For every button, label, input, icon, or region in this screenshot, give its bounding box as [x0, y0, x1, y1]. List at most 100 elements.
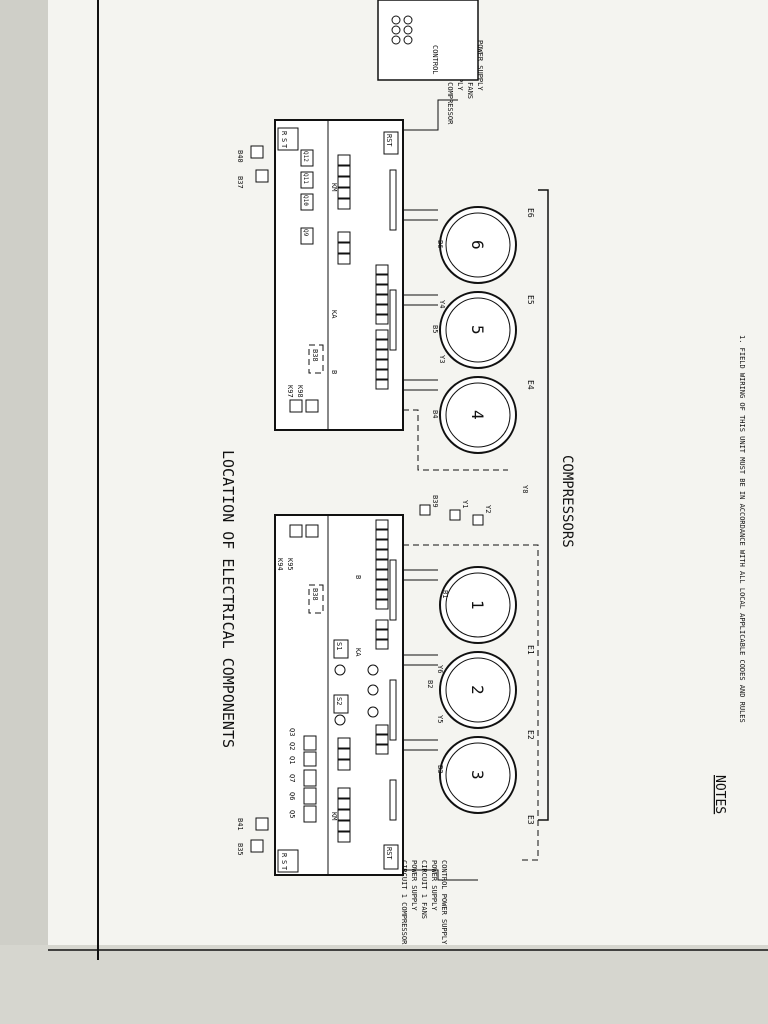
panel-1-b-row [375, 519, 389, 610]
indicator-lamp [391, 25, 401, 35]
panel-2-rst-t: T [280, 144, 288, 149]
panel-2-km-box [337, 198, 351, 210]
panel-1-b-box [375, 529, 389, 540]
compressor-1-number: 1 [468, 600, 487, 610]
control-label: CONTROL [431, 45, 439, 75]
panel-1-switch-s1 [333, 639, 349, 659]
circuit-1-supply-line: POWER SUPPLY [410, 860, 418, 911]
panel-1-ka-box [375, 744, 389, 755]
panel-1-dotted-label: B38 [311, 588, 319, 601]
panel-1-q-top-label: Q1 [288, 756, 296, 764]
circuit-1-supply-line: POWER SUPPLY [430, 860, 438, 911]
indicator-lamp [391, 15, 401, 25]
side-tag: Y4 [438, 300, 446, 308]
compressor-2-body [439, 651, 517, 729]
circuit-2-supply-line: POWER SUPPLY [476, 40, 484, 91]
panel-1-b-box [375, 589, 389, 600]
panel-1-b-box [375, 549, 389, 560]
panel-1-sensor-k94 [305, 524, 319, 538]
compressor-2-inner [445, 657, 511, 723]
panel-1-b-box [375, 599, 389, 610]
panel-1-km-row [337, 737, 351, 843]
panel-1-s1-label: S1 [335, 642, 343, 650]
control-panel-box [377, 0, 479, 81]
panel-2-rst-r: R [280, 131, 288, 136]
side-tag: Y3 [438, 355, 446, 363]
panel-2-q-label: Q10 [302, 195, 309, 206]
panel-1-km-box [337, 798, 351, 810]
compressor-5-number: 5 [468, 325, 487, 335]
panel-2-bus-bar [389, 169, 397, 231]
compressor-2-number: 2 [468, 685, 487, 695]
panel-2-b-box [375, 339, 389, 350]
indicator-lamp [403, 25, 413, 35]
panel-2-km-box [337, 187, 351, 199]
panel-1-km-box [337, 748, 351, 760]
panel-2-bus-bar [389, 289, 397, 351]
panel-1-km-box [337, 737, 351, 749]
panel-1-rst-r: R [280, 853, 288, 858]
panel-1-b-box [375, 519, 389, 530]
panel-1-sensor-y1 [449, 509, 461, 521]
compressor-5-tag: E5 [526, 295, 535, 305]
panel-2-q-label: Q12 [302, 151, 309, 162]
panel-1-q-top: Q5 Q6 Q7 Q1 Q2 Q3 [288, 728, 296, 818]
panel-1-km-label: KM [330, 812, 338, 820]
panel-1-sensor-b39 [419, 504, 431, 516]
side-tag: Y6 [436, 665, 444, 673]
panel-2-km-box [337, 165, 351, 177]
panel-2-k-box [337, 242, 351, 254]
indicator-lamp [403, 15, 413, 25]
panel-1-ka-box [375, 619, 389, 630]
compressor-3-number: 3 [468, 770, 487, 780]
notes-item-1: 1. FIELD WIRING OF THIS UNIT MUST BE IN … [738, 335, 746, 723]
panel-2-ka-box [375, 304, 389, 315]
panel-2-corner-label: B40 [236, 150, 244, 163]
panel-1-km-box [337, 787, 351, 799]
panel-1-q-top-label: Q3 [288, 728, 296, 736]
panel-2-q-box [300, 227, 314, 245]
side-tag: B1 [441, 590, 449, 598]
panel-1-ka-label: KA [354, 648, 362, 657]
circuit-1-supply-line: CIRCUIT 1 FANS [420, 860, 428, 919]
compressor-6: 6 E6 [439, 206, 535, 284]
panel-1-q-top-label: Q5 [288, 810, 296, 818]
panel-1-corner-label: B39 [431, 495, 439, 508]
compressor-5-inner [445, 297, 511, 363]
panel-2-km-row [337, 154, 351, 210]
side-tag: B5 [431, 325, 439, 333]
panel-1-wiring [403, 544, 539, 861]
panel-1-ka-box [375, 639, 389, 650]
panel-1-s2-label: S2 [335, 697, 343, 705]
compressors-label: COMPRESSORS [559, 455, 575, 548]
panel-1-indicator [334, 714, 346, 726]
panel-1-bus-bar [389, 559, 397, 621]
compressor-4-inner [445, 382, 511, 448]
panel-2-rst-box-label: RST [385, 134, 393, 147]
panel-2-sensor-k97 [305, 399, 319, 413]
panel-1-ka-row [375, 619, 389, 755]
panel-2-b-box [375, 379, 389, 390]
panel-1-switch-s2 [333, 694, 349, 714]
diagram-title: LOCATION OF ELECTRICAL COMPONENTS [219, 450, 237, 748]
panel-2-dotted-label: B38 [311, 349, 319, 362]
panel-2-corner-label: K97 [286, 385, 294, 398]
panel-2-rst-box [383, 131, 399, 155]
panel-2-k-box [337, 253, 351, 265]
compressor-5-body [439, 291, 517, 369]
panel-2-sensor-b40 [250, 145, 264, 159]
panel-1-q-box [303, 787, 317, 805]
panel-1-indicator [367, 664, 379, 676]
compressor-3-inner [445, 742, 511, 808]
panel-2-sensor-b37 [255, 169, 269, 183]
panel-2-q-row: Q12 Q11 Q10 Q9 [300, 149, 314, 245]
panel-2-q-label: Q11 [302, 173, 309, 184]
panel-2-b-row [375, 329, 389, 390]
panel-1-sensor-y2 [472, 514, 484, 526]
panel-1-ka-box [375, 629, 389, 640]
panel-2-b-box [375, 359, 389, 370]
panel-2-corner-label: K98 [296, 385, 304, 398]
panel-2-wiring [403, 209, 508, 471]
